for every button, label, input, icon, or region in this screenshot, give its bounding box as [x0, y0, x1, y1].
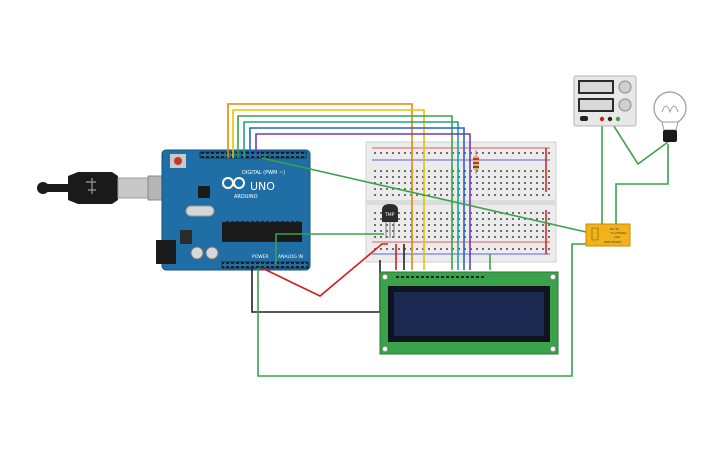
wire-sensor-analog: [275, 233, 384, 264]
signal-wires: [227, 103, 587, 270]
tmp-sensor-label: TMP: [384, 212, 395, 218]
power-supply[interactable]: [573, 75, 637, 127]
usb-cable[interactable]: [37, 172, 165, 204]
wire-green: [237, 115, 453, 270]
analog-header-label: ANALOG IN: [278, 254, 303, 260]
relay-module[interactable]: DC 5V 7A 250VAC 10A SRD-05VDC: [585, 223, 631, 247]
relay-text-2: 7A 250VAC: [610, 231, 627, 235]
wire-teal: [243, 121, 459, 270]
arduino-uno-board[interactable]: DIGITAL (PWM ~) UNO ARDUINO POWER ANALOG…: [156, 149, 311, 271]
lcd-display[interactable]: [379, 271, 559, 355]
tmp-sensor[interactable]: TMP: [382, 204, 398, 238]
wire-relay-return: [257, 243, 586, 377]
wire-purple: [255, 133, 471, 270]
arduino-infinity-logo: [222, 177, 245, 189]
arduino-brand-label: ARDUINO: [234, 194, 258, 200]
wire-relay-bulb: [615, 144, 669, 224]
resistor[interactable]: [473, 150, 479, 174]
relay-text-3: 10A: [614, 235, 621, 239]
load-wires: [601, 119, 669, 224]
wire-supply-bulb: [609, 119, 669, 166]
breadboard[interactable]: [365, 141, 557, 263]
wire-5v-red: [261, 243, 388, 297]
lcd-screen: [394, 292, 544, 336]
light-bulb[interactable]: [653, 91, 687, 142]
wire-blue: [249, 127, 465, 270]
arduino-model-label: UNO: [250, 180, 275, 193]
wire-relay-signal: [261, 157, 587, 233]
digital-header-label: DIGITAL (PWM ~): [242, 170, 285, 176]
wire-yellow: [232, 109, 425, 270]
power-header-label: POWER: [252, 254, 269, 260]
wire-orange: [227, 103, 413, 270]
relay-text-1: DC 5V: [610, 227, 620, 231]
relay-text-4: SRD-05VDC: [604, 240, 622, 244]
